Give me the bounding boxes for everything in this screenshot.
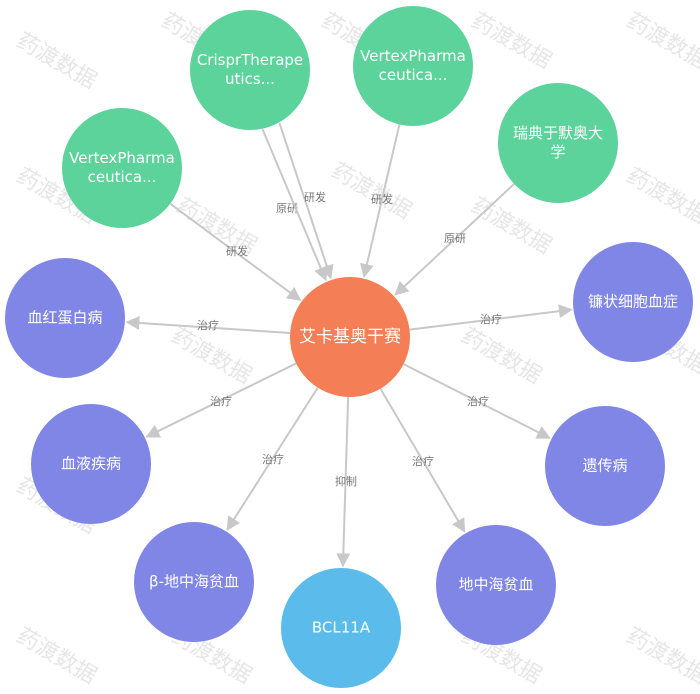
node-thal[interactable]: 地中海贫血 <box>436 525 556 645</box>
edge-label: 治疗 <box>480 312 502 326</box>
watermark-text: 药渡数据 <box>467 9 556 75</box>
edge-center-genetic <box>403 363 551 439</box>
node-circle-company[interactable] <box>498 83 618 203</box>
node-circle-disease[interactable] <box>31 404 151 524</box>
edge-vertex1-center <box>169 202 302 301</box>
edge-karolinska-center <box>394 183 515 296</box>
node-hemoglobinopathy[interactable]: 血红蛋白病 <box>5 258 125 378</box>
node-bcl11a[interactable]: BCL11A <box>281 568 401 688</box>
edge-label: 治疗 <box>412 454 434 468</box>
node-beta-thal[interactable]: β-地中海贫血 <box>134 522 254 642</box>
edge-center-blood <box>145 362 297 438</box>
watermark-text: 药渡数据 <box>622 624 700 690</box>
node-label: 学 <box>550 143 565 161</box>
edge-layer: 研发原研研发研发原研治疗治疗治疗治疗治疗抑制治疗 <box>125 122 573 568</box>
node-circle-company[interactable] <box>353 6 473 126</box>
node-label: 镰状细胞血症 <box>588 293 678 311</box>
node-label: 地中海贫血 <box>458 576 533 594</box>
node-circle-disease[interactable] <box>545 406 665 526</box>
node-circle-center[interactable] <box>290 277 410 397</box>
edge-label: 治疗 <box>262 452 284 466</box>
node-label: 血红蛋白病 <box>27 309 102 327</box>
node-circle-target[interactable] <box>281 568 401 688</box>
node-circle-company[interactable] <box>190 10 310 130</box>
node-label: 遗传病 <box>582 457 627 475</box>
edge-label: 原研 <box>276 202 298 215</box>
watermark-text: 药渡数据 <box>12 624 101 690</box>
watermark-text: 药渡数据 <box>327 159 416 225</box>
edge-label: 治疗 <box>197 318 219 332</box>
edge-label: 研发 <box>304 190 326 204</box>
node-crispr[interactable]: CrisprTherapeutics... <box>190 10 310 130</box>
edge-center-bcl11a <box>336 396 351 568</box>
edge-center-sickle <box>409 304 573 331</box>
edge-label: 原研 <box>444 232 466 245</box>
node-circle-disease[interactable] <box>134 522 254 642</box>
node-circle-disease[interactable] <box>436 525 556 645</box>
node-label: ceutica... <box>88 168 157 186</box>
edge-center-hemoglobinopathy <box>125 315 291 335</box>
node-circle-disease[interactable] <box>5 258 125 378</box>
node-circle-disease[interactable] <box>573 242 693 362</box>
edge-center-beta-thal <box>226 387 319 531</box>
node-label: β-地中海贫血 <box>149 573 239 591</box>
node-circle-company[interactable] <box>62 108 182 228</box>
edge-vertex2-center <box>360 124 401 278</box>
node-label: BCL11A <box>312 619 371 637</box>
watermark-text: 药渡数据 <box>467 194 556 260</box>
edge-label: 抑制 <box>335 474 357 488</box>
edge-crispr-center <box>261 128 328 282</box>
node-label: ceutica... <box>379 66 448 84</box>
watermark-text: 药渡数据 <box>622 9 700 75</box>
node-blood[interactable]: 血液疾病 <box>31 404 151 524</box>
node-layer: 艾卡基奥干赛VertexPharmaceutica...CrisprTherap… <box>5 6 693 688</box>
watermark-text: 药渡数据 <box>167 324 256 390</box>
node-center[interactable]: 艾卡基奥干赛 <box>290 277 410 397</box>
watermark-text: 药渡数据 <box>12 29 101 95</box>
edge-center-thal <box>379 388 466 533</box>
node-label: VertexPharma <box>69 149 175 167</box>
node-label: CrisprTherape <box>197 51 303 69</box>
node-vertex2[interactable]: VertexPharmaceutica... <box>353 6 473 126</box>
node-genetic[interactable]: 遗传病 <box>545 406 665 526</box>
edge-label: 研发 <box>371 192 393 206</box>
edge-label: 治疗 <box>210 394 232 408</box>
node-sickle[interactable]: 镰状细胞血症 <box>573 242 693 362</box>
watermark-text: 药渡数据 <box>457 324 546 390</box>
edge-crispr-center <box>278 122 334 280</box>
node-vertex1[interactable]: VertexPharmaceutica... <box>62 108 182 228</box>
watermark-text: 药渡数据 <box>622 164 700 230</box>
edge-label: 研发 <box>226 244 248 258</box>
edge-label: 治疗 <box>467 394 489 408</box>
node-label: utics... <box>225 70 275 88</box>
node-label: 艾卡基奥干赛 <box>299 326 401 347</box>
node-label: 瑞典于默奥大 <box>513 124 603 142</box>
node-label: VertexPharma <box>360 47 466 65</box>
node-label: 血液疾病 <box>61 455 121 473</box>
